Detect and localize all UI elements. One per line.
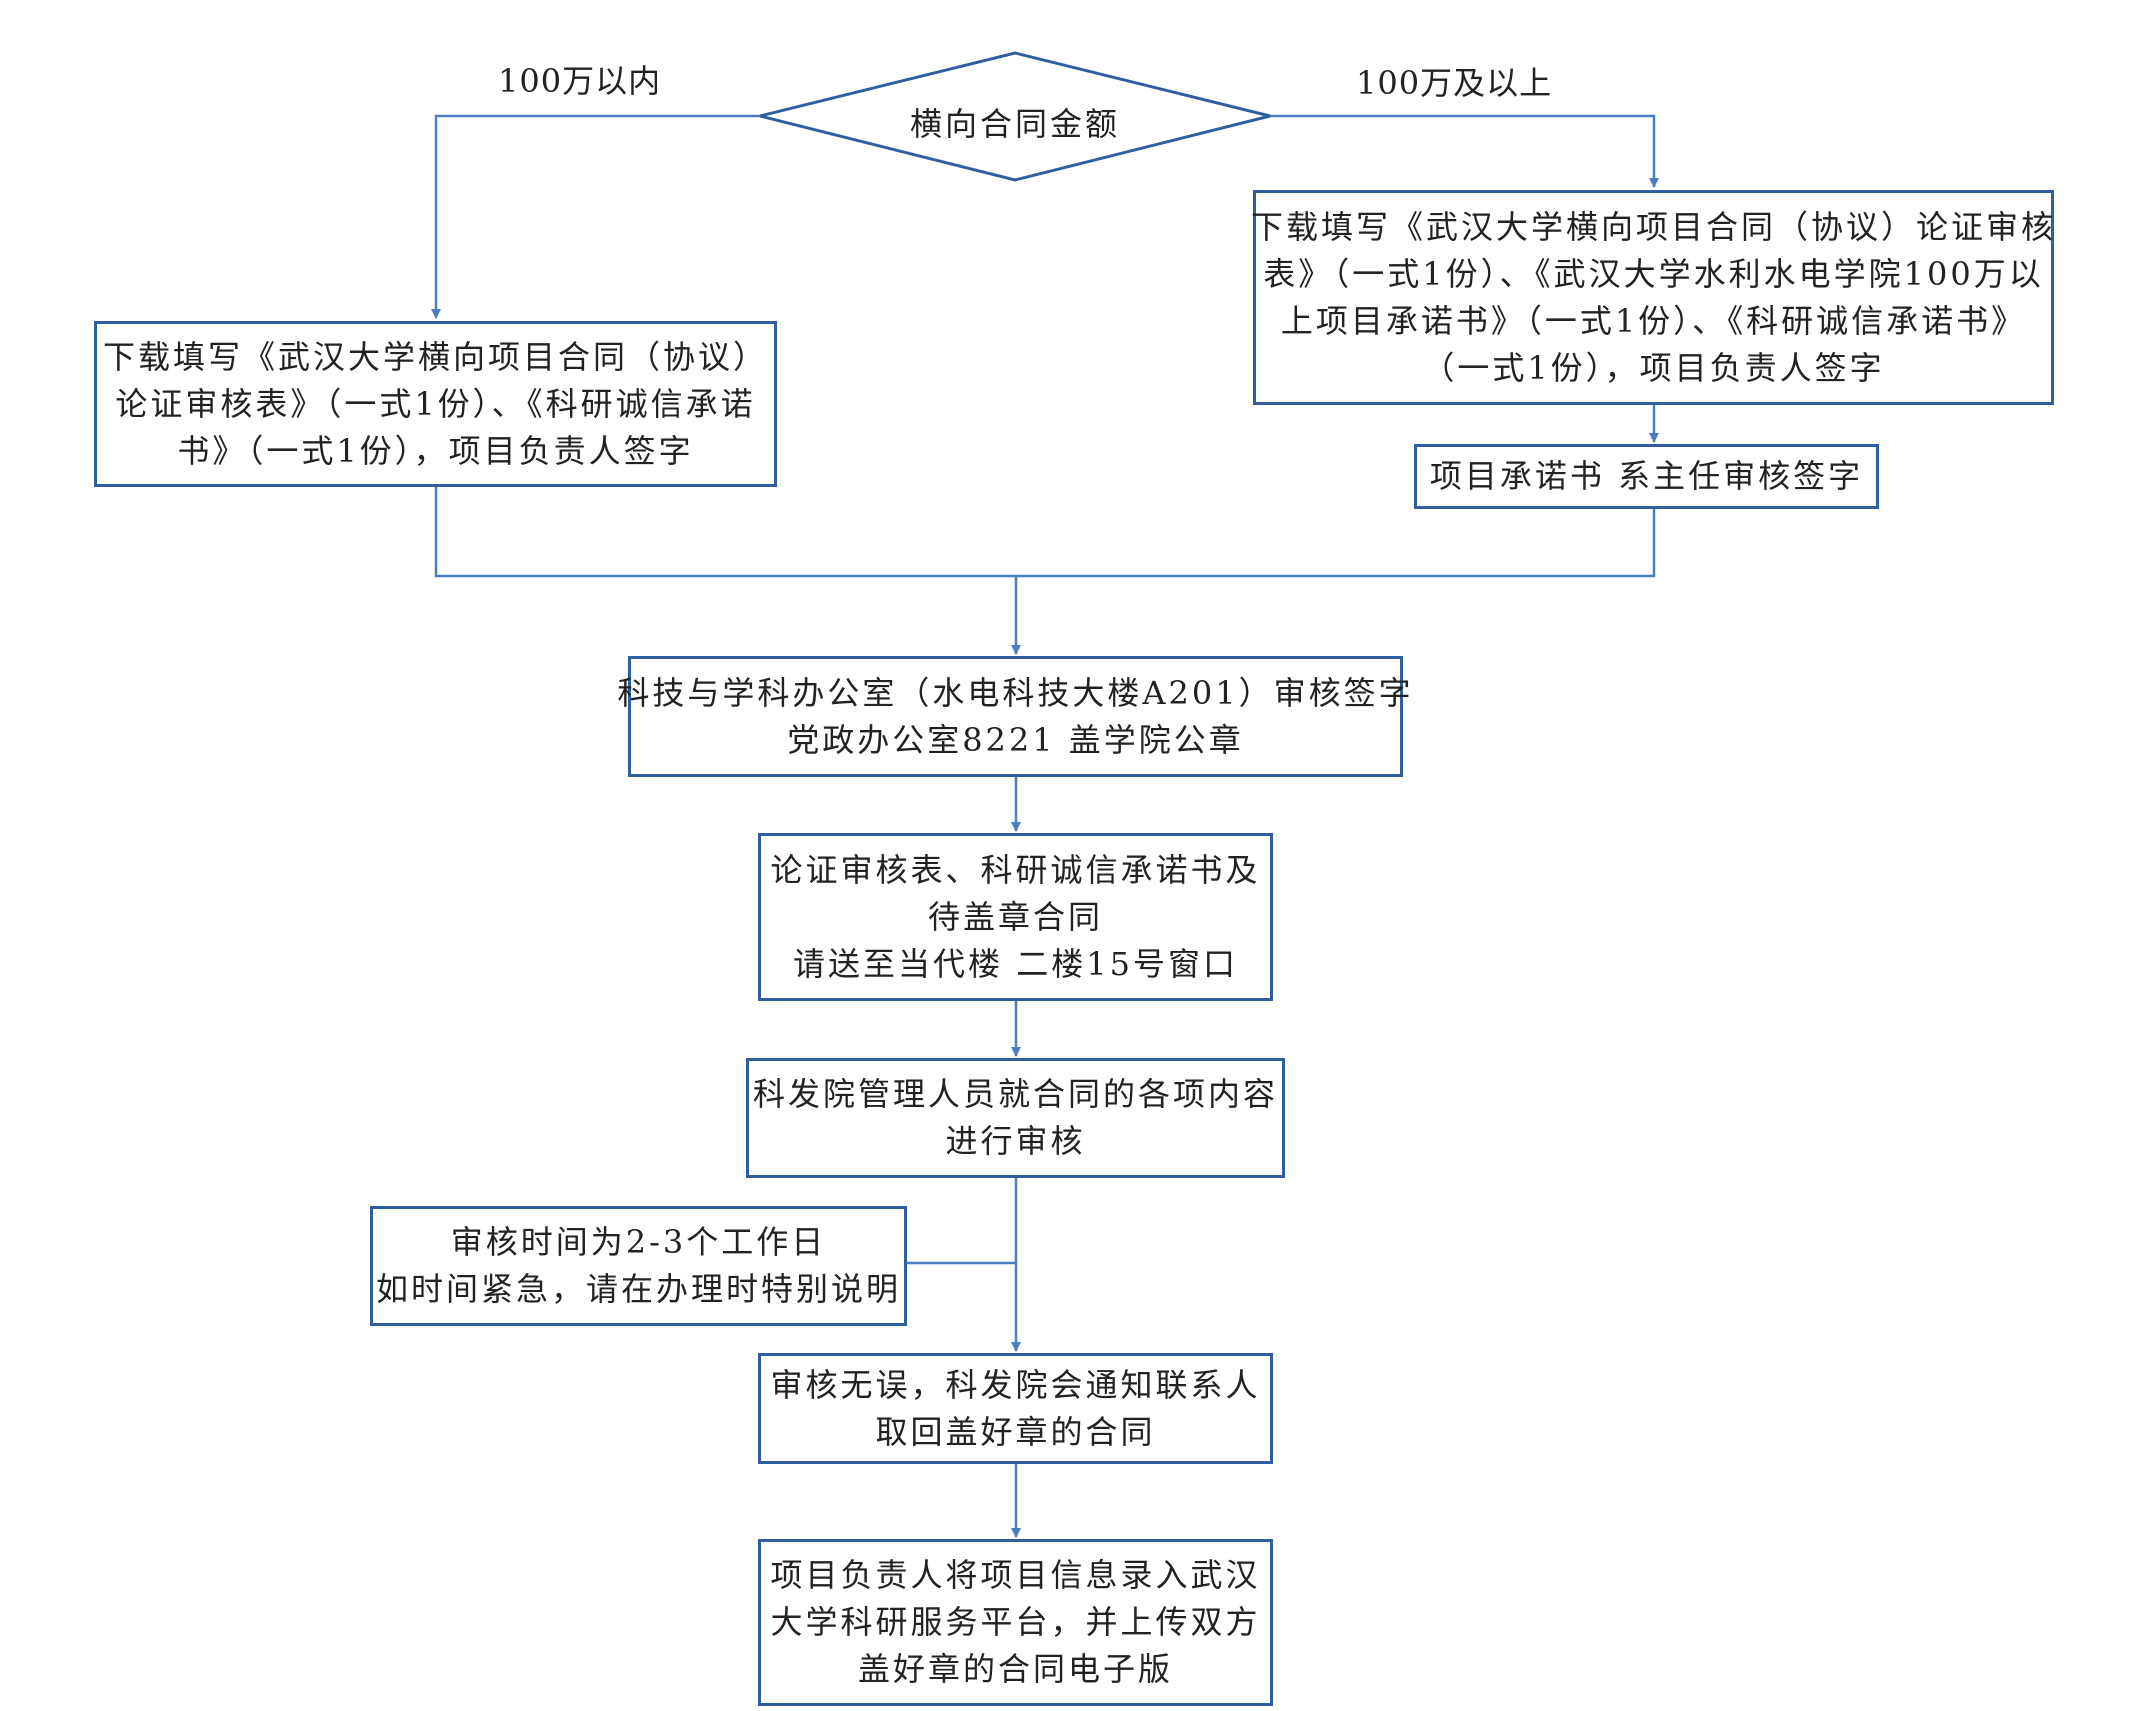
connector-left-merge — [434, 486, 1016, 578]
review-time-note-line: 如时间紧急，请在办理时特别说明 — [376, 1270, 902, 1308]
submit-documents-line: 论证审核表、科研诚信承诺书及 — [770, 850, 1261, 889]
connector-left-branch — [431, 114, 760, 319]
platform-upload-line: 大学科研服务平台，并上传双方 — [770, 1603, 1261, 1641]
submit-documents-line: 请送至当代楼 二楼15号窗口 — [793, 944, 1238, 983]
right-box-line: 上项目承诺书》（一式1份）、《科研诚信承诺书》 — [1280, 301, 2027, 340]
platform-upload-line: 盖好章的合同电子版 — [857, 1650, 1173, 1688]
left-branch-label: 100万以内 — [498, 62, 662, 100]
review-time-note-box: 审核时间为2-3个工作日 如时间紧急，请在办理时特别说明 — [370, 1206, 907, 1326]
left-box-line: 书》（一式1份），项目负责人签字 — [177, 431, 694, 470]
right-box-line: （一式1份），项目负责人签字 — [1422, 348, 1885, 387]
contract-review-line: 科发院管理人员就合同的各项内容 — [753, 1075, 1279, 1113]
right-download-box: 下载填写《武汉大学横向项目合同（协议）论证审核 表》（一式1份）、《武汉大学水利… — [1251, 190, 2057, 405]
connector-right-branch — [1270, 114, 1659, 188]
left-download-box: 下载填写《武汉大学横向项目合同（协议） 论证审核表》（一式1份）、《科研诚信承诺… — [94, 321, 777, 487]
contract-review-line: 进行审核 — [945, 1122, 1086, 1160]
submit-documents-box: 论证审核表、科研诚信承诺书及 待盖章合同 请送至当代楼 二楼15号窗口 — [758, 833, 1273, 1001]
right-box-line: 下载填写《武汉大学横向项目合同（协议）论证审核 — [1251, 207, 2057, 246]
connector-right-merge — [1016, 508, 1656, 578]
review-time-note-line: 审核时间为2-3个工作日 — [450, 1223, 827, 1261]
right-box-line: 表》（一式1份）、《武汉大学水利水电学院100万以 — [1263, 254, 2044, 293]
office-sign-box: 科技与学科办公室（水电科技大楼A201）审核签字 党政办公室8221 盖学院公章 — [617, 656, 1411, 777]
office-sign-line: 科技与学科办公室（水电科技大楼A201）审核签字 — [617, 673, 1414, 712]
office-sign-line: 党政办公室8221 盖学院公章 — [787, 720, 1244, 759]
commitment-review-line: 项目承诺书 系主任审核签字 — [1429, 457, 1864, 495]
decision-label: 横向合同金额 — [909, 105, 1121, 143]
right-branch-label: 100万及以上 — [1356, 64, 1553, 102]
contract-review-box: 科发院管理人员就合同的各项内容 进行审核 — [746, 1058, 1285, 1178]
notify-pickup-box: 审核无误，科发院会通知联系人 取回盖好章的合同 — [758, 1353, 1273, 1464]
submit-documents-line: 待盖章合同 — [927, 897, 1103, 936]
notify-pickup-line: 取回盖好章的合同 — [875, 1412, 1156, 1451]
decision-diamond — [759, 51, 1271, 182]
left-box-line: 下载填写《武汉大学横向项目合同（协议） — [103, 337, 769, 376]
platform-upload-line: 项目负责人将项目信息录入武汉 — [770, 1556, 1261, 1594]
platform-upload-box: 项目负责人将项目信息录入武汉 大学科研服务平台，并上传双方 盖好章的合同电子版 — [758, 1539, 1273, 1706]
left-box-line: 论证审核表》（一式1份）、《科研诚信承诺 — [115, 384, 756, 423]
commitment-review-box: 项目承诺书 系主任审核签字 — [1414, 444, 1879, 509]
notify-pickup-line: 审核无误，科发院会通知联系人 — [770, 1365, 1261, 1404]
